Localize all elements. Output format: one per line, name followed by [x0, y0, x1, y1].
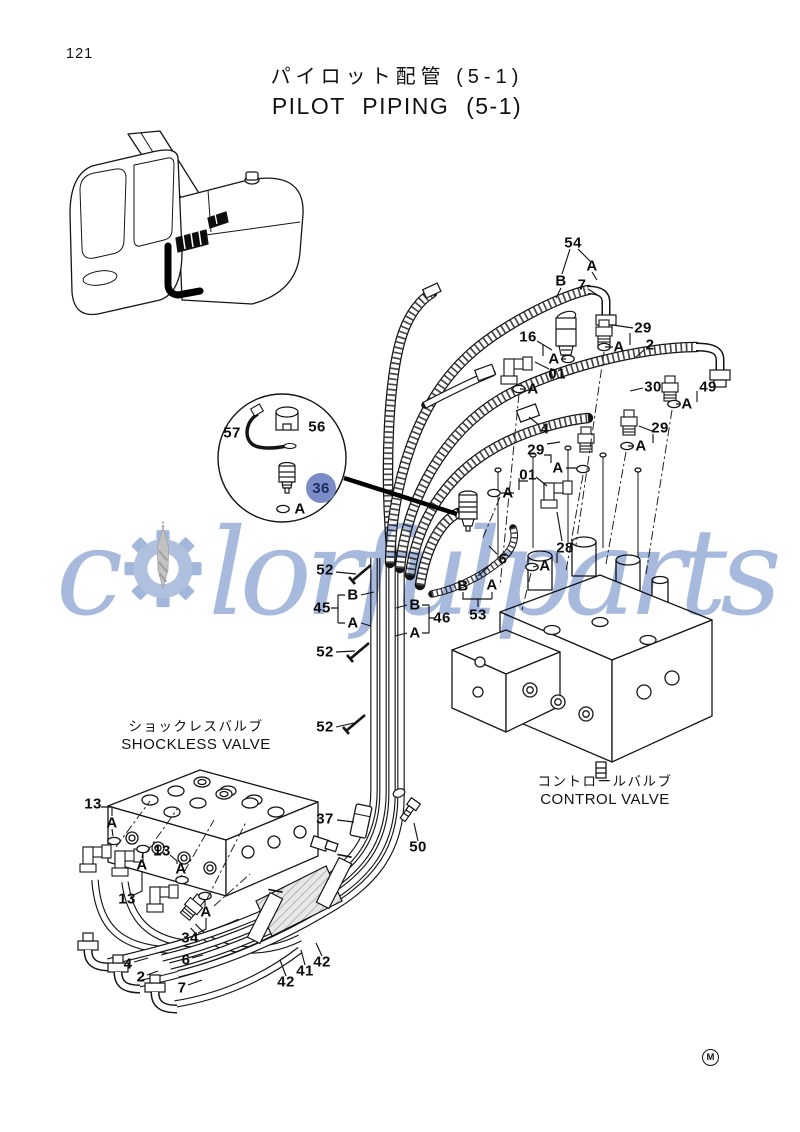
leader-lines [101, 248, 698, 986]
part-callout-56: 56 [308, 418, 326, 436]
part-callout-41: 41 [296, 962, 314, 980]
part-callout-36: 36 [306, 473, 336, 503]
bottom-elbow-fittings [77, 932, 178, 1014]
part-callout-A: A [613, 338, 625, 356]
part-callout-B: B [409, 596, 421, 614]
part-callout-53: 53 [469, 606, 487, 624]
bolt [399, 796, 422, 823]
part-callout-2: 2 [136, 968, 146, 986]
part-callout-A: A [548, 350, 560, 368]
part-callout-2: 2 [645, 336, 655, 354]
title-block: パイロット配管 (5-1) PILOT PIPING (5-1) [197, 60, 597, 120]
shockless-valve-label-jp: ショックレスバルブ [128, 719, 264, 734]
part-callout-A: A [175, 860, 187, 878]
hose-assembly [77, 282, 731, 1014]
part-callout-13: 13 [118, 890, 136, 908]
part-callout-50: 50 [409, 838, 427, 856]
part-callout-6: 6 [181, 951, 191, 969]
part-callout-52: 52 [316, 718, 334, 736]
part-callout-57: 57 [223, 424, 241, 442]
part-callout-4: 4 [540, 420, 550, 438]
part-callout-54: 54 [564, 234, 582, 252]
part-callout-A: A [681, 395, 693, 413]
page-number: 121 [66, 46, 94, 62]
hose-ties [342, 564, 372, 735]
part-callout-46: 46 [433, 609, 451, 627]
detail-sensor-36 [278, 461, 296, 494]
part-callout-A: A [409, 624, 421, 642]
sensor-36-main [458, 490, 478, 532]
part-callout-29: 29 [527, 441, 545, 459]
part-callout-7: 7 [577, 276, 587, 294]
part-callout-01: 01 [548, 365, 566, 383]
part-callout-42: 42 [313, 953, 331, 971]
assembly-centerlines [115, 351, 673, 907]
shockless-valve-drawing [107, 769, 339, 897]
detail-wire-57 [245, 403, 297, 450]
registered-mark: M [702, 1049, 719, 1066]
part-callout-42: 42 [277, 973, 295, 991]
part-callout-A: A [635, 437, 647, 455]
part-callout-A: A [347, 614, 359, 632]
excavator-illustration [69, 130, 304, 316]
control-valve-label-en: CONTROL VALVE [540, 790, 670, 808]
part-callout-A: A [539, 557, 551, 575]
part-callout-49: 49 [699, 378, 717, 396]
shockless-valve-label-en: SHOCKLESS VALVE [121, 735, 271, 753]
part-callout-52: 52 [316, 643, 334, 661]
part-callout-A: A [486, 576, 498, 594]
part-callout-7: 7 [177, 979, 187, 997]
hose-wrap [246, 853, 353, 945]
part-callout-29: 29 [651, 419, 669, 437]
part-callout-30: 30 [644, 378, 662, 396]
part-callout-01: 01 [519, 466, 537, 484]
part-callout-A: A [294, 500, 306, 518]
part-callout-A: A [136, 856, 148, 874]
part-callout-A: A [586, 257, 598, 275]
part-callout-4: 4 [123, 955, 133, 973]
shockless-valve-label: ショックレスバルブ SHOCKLESS VALVE [106, 719, 286, 755]
part-callout-34: 34 [181, 929, 199, 947]
part-callout-6: 6 [498, 550, 508, 568]
hose-clamp [349, 803, 373, 839]
control-valve-label-jp: コントロールバルブ [537, 774, 673, 789]
fittings [79, 310, 681, 923]
part-callout-13: 13 [153, 842, 171, 860]
top-elbow-fittings [421, 282, 731, 423]
part-callout-B: B [555, 272, 567, 290]
page-title-english: PILOT PIPING (5-1) [271, 93, 523, 119]
control-valve-label: コントロールバルブ CONTROL VALVE [515, 774, 695, 810]
part-callout-A: A [502, 484, 514, 502]
detail-cap-56 [275, 406, 299, 431]
part-callout-B: B [457, 577, 469, 595]
part-callout-A: A [106, 814, 118, 832]
part-callout-45: 45 [313, 599, 331, 617]
part-callout-A: A [200, 903, 212, 921]
control-valve-drawing [451, 445, 713, 779]
part-callout-B: B [347, 586, 359, 604]
part-callout-13: 13 [84, 795, 102, 813]
part-callout-A: A [552, 459, 564, 477]
page-title-japanese: パイロット配管 (5-1) [270, 66, 524, 88]
part-callout-16: 16 [519, 328, 537, 346]
part-callout-37: 37 [316, 810, 334, 828]
part-callout-29: 29 [634, 319, 652, 337]
part-callout-A: A [527, 380, 539, 398]
part-callout-52: 52 [316, 561, 334, 579]
part-callout-28: 28 [556, 539, 574, 557]
